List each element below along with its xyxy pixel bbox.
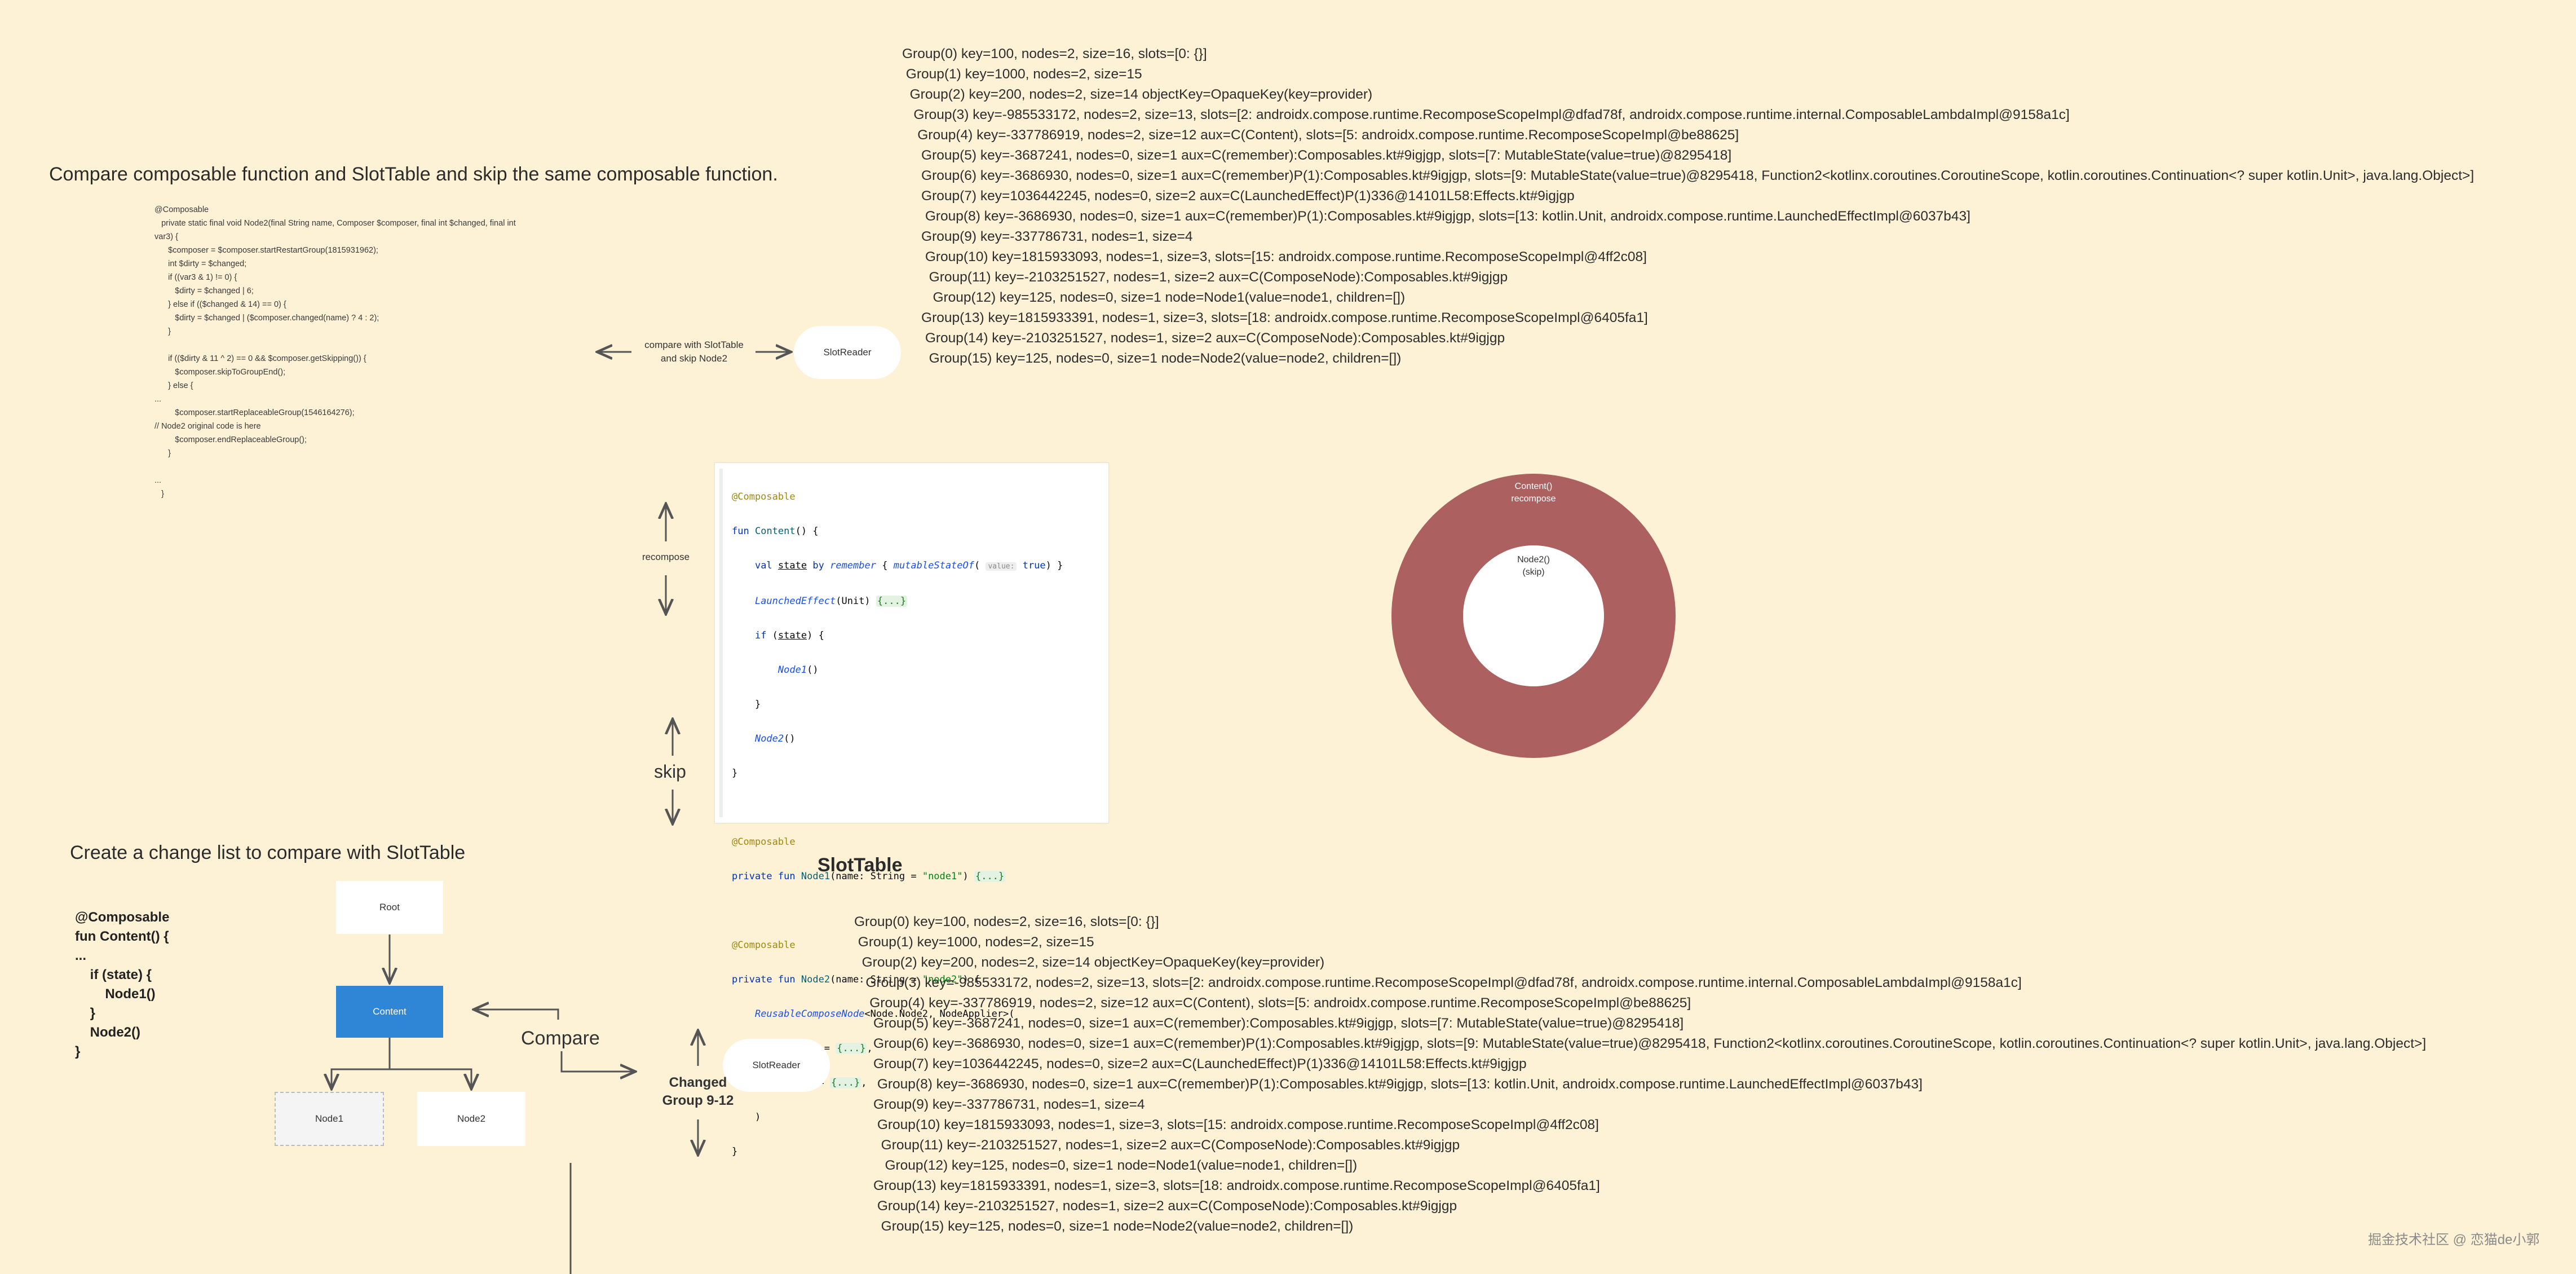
compare-to-slotreader — [560, 1051, 634, 1072]
compose-code-line: if (state) { — [75, 967, 152, 982]
java-decompiled-code: @Composable private static final void No… — [154, 203, 516, 501]
compare-label: Compare — [521, 1028, 600, 1049]
slot-table-top: Group(0) key=100, nodes=2, size=16, slot… — [902, 44, 2474, 369]
slot-table-line: Group(2) key=200, nodes=2, size=14 objec… — [902, 87, 1373, 102]
slot-table-line: Group(0) key=100, nodes=2, size=16, slot… — [902, 46, 1207, 61]
java-code-line — [154, 460, 516, 474]
kotlin-code: @Composable fun Content() { val state by… — [732, 491, 1063, 1157]
slot-table-line: Group(12) key=125, nodes=0, size=1 node=… — [902, 290, 1406, 305]
donut-outer-label: Content() recompose — [1511, 482, 1556, 504]
tree-node1-removed: Node1 — [275, 1092, 384, 1146]
slot-table-line: Group(4) key=-337786919, nodes=2, size=1… — [902, 127, 1739, 143]
slot-table-line: Group(5) key=-3687241, nodes=0, size=1 a… — [854, 1016, 1684, 1031]
tree-content-node: Content — [336, 986, 443, 1038]
java-code-line: var3) { — [154, 232, 178, 241]
java-code-line: ... — [154, 395, 162, 404]
java-code-line: if (($dirty & 11 ^ 2) == 0 && $composer.… — [154, 354, 366, 363]
java-code-line: private static final void Node2(final St… — [154, 219, 516, 228]
java-code-line: $dirty = $changed | ($composer.changed(n… — [154, 314, 379, 323]
compose-code-line: @Composable — [75, 910, 170, 925]
donut-inner-label: Node2() (skip) — [1517, 555, 1550, 577]
slot-table-line: Group(6) key=-3686930, nodes=0, size=1 a… — [902, 168, 2475, 183]
slot-table-line: Group(8) key=-3686930, nodes=0, size=1 a… — [902, 209, 1970, 224]
slot-table-line: Group(8) key=-3686930, nodes=0, size=1 a… — [854, 1077, 1923, 1092]
compose-content-code: @Composable fun Content() {... if (state)… — [75, 908, 169, 1061]
java-code-line: $composer.skipToGroupEnd(); — [154, 368, 286, 377]
slot-table-line: Group(1) key=1000, nodes=2, size=15 — [854, 934, 1094, 950]
slot-reader-bottom: SlotReader — [723, 1039, 830, 1092]
slot-table-line: Group(13) key=1815933391, nodes=1, size=… — [902, 310, 1648, 325]
slot-table-line: Group(6) key=-3686930, nodes=0, size=1 a… — [854, 1036, 2427, 1051]
changed-groups-label: Changed Group 9-12 — [662, 1075, 734, 1108]
slot-table-line: Group(3) key=-985533172, nodes=2, size=1… — [902, 107, 2070, 122]
java-code-line: } — [154, 327, 171, 336]
java-code-line: } — [154, 490, 164, 499]
slot-table-bottom: Group(0) key=100, nodes=2, size=16, slot… — [854, 912, 2426, 1237]
slot-table-line: Group(11) key=-2103251527, nodes=1, size… — [902, 270, 1508, 285]
java-code-line: // Node2 original code is here — [154, 422, 261, 431]
java-code-line: $dirty = $changed | 6; — [154, 286, 254, 296]
slot-table-line: Group(7) key=1036442245, nodes=0, size=2… — [902, 188, 1575, 204]
slot-reader-top: SlotReader — [794, 326, 901, 379]
slot-table-line: Group(4) key=-337786919, nodes=2, size=1… — [854, 995, 1691, 1011]
slot-table-line: Group(11) key=-2103251527, nodes=1, size… — [854, 1138, 1460, 1153]
compose-code-line: } — [75, 1044, 81, 1059]
kotlin-code-panel: @Composable fun Content() { val state by… — [714, 462, 1109, 1157]
slot-table-line: Group(15) key=125, nodes=0, size=1 node=… — [854, 1219, 1354, 1234]
slot-table-line: Group(12) key=125, nodes=0, size=1 node=… — [854, 1158, 1358, 1173]
slot-table-line: Group(15) key=125, nodes=0, size=1 node=… — [902, 351, 1402, 366]
compose-code-line: Node2() — [75, 1025, 141, 1040]
java-code-line: $composer.startReplaceableGroup(15461642… — [154, 408, 355, 417]
recompose-label: recompose — [642, 552, 690, 562]
java-code-line: $composer.endReplaceableGroup(); — [154, 435, 307, 444]
tree-node2: Node2 — [417, 1092, 525, 1146]
compose-code-line: Node1() — [75, 986, 156, 1002]
slot-table-line: Group(0) key=100, nodes=2, size=16, slot… — [854, 914, 1159, 929]
tree-root-node: Root — [336, 881, 443, 934]
slot-table-line: Group(1) key=1000, nodes=2, size=15 — [902, 67, 1142, 82]
skip-label: skip — [654, 761, 686, 782]
slot-table-line: Group(13) key=1815933391, nodes=1, size=… — [854, 1178, 1600, 1193]
java-code-line: int $dirty = $changed; — [154, 259, 247, 268]
content-to-children — [332, 1038, 391, 1087]
slot-table-line: Group(10) key=1815933093, nodes=1, size=… — [902, 249, 1647, 265]
compare-to-content — [475, 1009, 559, 1020]
slot-table-line: Group(7) key=1036442245, nodes=0, size=2… — [854, 1056, 1527, 1072]
editor-gutter — [719, 469, 723, 817]
compose-code-line: fun Content() { — [75, 929, 169, 944]
java-code-line: } else { — [154, 381, 193, 390]
java-code-line: } else if (($changed & 14) == 0) { — [154, 300, 286, 309]
slot-table-line: Group(9) key=-337786731, nodes=1, size=4 — [854, 1097, 1145, 1112]
slot-table-line: Group(5) key=-3687241, nodes=0, size=1 a… — [902, 148, 1732, 163]
slot-table-line: Group(10) key=1815933093, nodes=1, size=… — [854, 1117, 1599, 1132]
watermark: 掘金技术社区 @ 恋猫de小郭 — [2368, 1232, 2540, 1247]
compare-title: Compare composable function and SlotTabl… — [49, 164, 778, 185]
slot-table-line: Group(14) key=-2103251527, nodes=1, size… — [902, 330, 1505, 346]
slot-table-line: Group(3) key=-985533172, nodes=2, size=1… — [854, 975, 2022, 990]
java-code-line: ... — [154, 476, 162, 485]
java-code-line: $composer = $composer.startRestartGroup(… — [154, 246, 378, 255]
java-code-line: @Composable — [154, 205, 209, 214]
compose-code-line: ... — [75, 948, 87, 963]
compare-skip-label: compare with SlotTable and skip Node2 — [644, 340, 744, 364]
content-to-node2 — [390, 1068, 471, 1087]
java-code-line: if ((var3 & 1) != 0) { — [154, 273, 237, 282]
change-list-title: Create a change list to compare with Slo… — [70, 842, 466, 863]
java-code-line — [154, 338, 516, 352]
compose-code-line: } — [75, 1006, 96, 1021]
slot-table-line: Group(14) key=-2103251527, nodes=1, size… — [854, 1198, 1457, 1214]
slot-table-line: Group(2) key=200, nodes=2, size=14 objec… — [854, 955, 1325, 970]
slot-table-line: Group(9) key=-337786731, nodes=1, size=4 — [902, 229, 1193, 244]
slot-table-title: SlotTable — [818, 854, 903, 876]
java-code-line: } — [154, 449, 171, 458]
